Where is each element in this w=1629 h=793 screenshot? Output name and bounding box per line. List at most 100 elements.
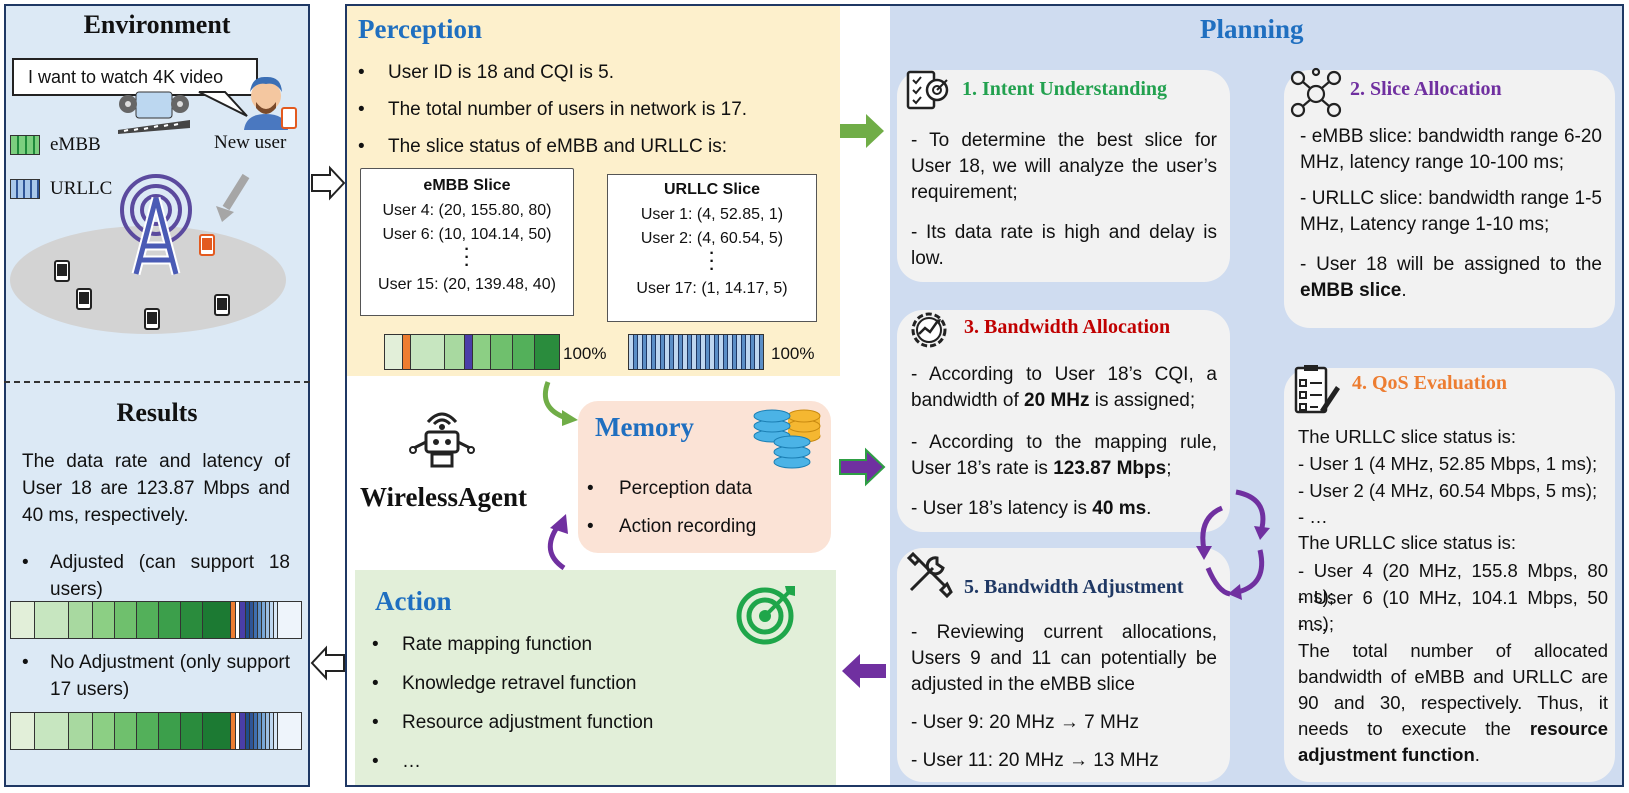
robot-agent-icon bbox=[409, 412, 475, 468]
adjust-p1: - Reviewing current allocations, Users 9… bbox=[911, 622, 1217, 695]
bandwidth-p2-bold: 123.87 Mbps bbox=[1053, 458, 1167, 479]
agent-frame bbox=[345, 4, 1624, 787]
bandwidth-p1-end: is assigned; bbox=[1089, 390, 1196, 411]
purple-cycle-arrows-icon bbox=[1196, 489, 1270, 600]
embb-usage-percent: 100% bbox=[563, 344, 607, 363]
environment-panel bbox=[4, 4, 310, 787]
action-item-text: … bbox=[402, 751, 421, 772]
qos-l4: - … bbox=[1298, 506, 1328, 527]
adjust-title: 5. Bandwidth Adjustment bbox=[964, 576, 1184, 598]
qos-title: 4. QoS Evaluation bbox=[1352, 372, 1508, 394]
environment-title: Environment bbox=[83, 10, 231, 39]
bandwidth-p1-text: - According to User 18’s CQI, a bandwidt… bbox=[911, 364, 1217, 411]
perception-bullet-1: •User ID is 18 and CQI is 5. bbox=[358, 62, 614, 83]
urllc-slice-row: User 1: (4, 52.85, 1) bbox=[640, 206, 784, 223]
perception-bullet-2-text: The total number of users in network is … bbox=[388, 99, 748, 120]
action-item: •Rate mapping function bbox=[372, 634, 593, 655]
tools-icon bbox=[906, 551, 953, 599]
slice-p2: - URLLC slice: bandwidth range 1-5 MHz, … bbox=[1300, 188, 1602, 235]
embb-slice-row: User 6: (10, 104.14, 50) bbox=[382, 226, 552, 243]
adjust-p2: - User 9: 20 MHz → 7 MHz bbox=[911, 712, 1140, 733]
adjusted-allocation-bar bbox=[10, 601, 302, 639]
memory-item-text: Action recording bbox=[619, 516, 757, 537]
ellipsis-dots: ··· bbox=[709, 245, 715, 278]
memory-item: •Action recording bbox=[587, 516, 757, 537]
action-item-text: Knowledge retravel function bbox=[402, 673, 637, 694]
qos-l5: The URLLC slice status is: bbox=[1298, 532, 1516, 553]
memory-item-text: Perception data bbox=[619, 478, 753, 499]
phone-icon bbox=[54, 260, 70, 282]
urllc-slice-title: URLLC Slice bbox=[663, 181, 760, 198]
urllc-slice-row: User 17: (1, 14.17, 5) bbox=[636, 280, 788, 297]
results-bullet-no-adjust: •No Adjustment (only support 17 users) bbox=[22, 649, 290, 703]
environment-content: Environment I want to watch 4K video New… bbox=[4, 4, 310, 787]
hollow-arrow-left-icon bbox=[310, 645, 345, 681]
legend-embb: eMBB bbox=[10, 134, 101, 156]
results-bullet-adjusted-text: Adjusted (can support 18 users) bbox=[50, 552, 290, 600]
results-text: The data rate and latency of User 18 are… bbox=[22, 451, 290, 526]
urllc-usage-bar bbox=[628, 334, 764, 370]
slice-p3-text: - User 18 will be assigned to the bbox=[1300, 254, 1602, 275]
slice-title: 2. Slice Allocation bbox=[1350, 78, 1502, 100]
action-item: •Resource adjustment function bbox=[372, 712, 654, 733]
embb-slice-row: User 15: (20, 139.48, 40) bbox=[378, 276, 556, 293]
phone-new-user-icon bbox=[199, 234, 215, 256]
qos-l3: - User 2 (4 MHz, 60.54 Mbps, 5 ms); bbox=[1298, 480, 1598, 501]
qos-p9-bold: resource adjustment function bbox=[1298, 718, 1608, 765]
bandwidth-p2-end: ; bbox=[1166, 458, 1172, 479]
action-item: •Knowledge retravel function bbox=[372, 673, 637, 694]
intent-title: 1. Intent Understanding bbox=[962, 78, 1168, 100]
legend-embb-swatch bbox=[10, 135, 40, 155]
qos-l7: - User 6 (10 MHz, 104.1 Mbps, 50 ms); bbox=[1298, 587, 1608, 634]
memory-item: •Perception data bbox=[587, 478, 753, 499]
results-bullet-adjusted: •Adjusted (can support 18 users) bbox=[22, 549, 290, 603]
bandwidth-p3: - User 18’s latency is 40 ms. bbox=[911, 496, 1217, 522]
slice-p3: - User 18 will be assigned to the eMBB s… bbox=[1300, 252, 1602, 304]
embb-slice-row: User 4: (20, 155.80, 80) bbox=[382, 202, 552, 219]
green-curved-arrow-icon bbox=[542, 381, 578, 426]
slice-p3-bold: eMBB slice bbox=[1300, 280, 1402, 301]
environment-divider bbox=[4, 381, 310, 383]
intent-card bbox=[897, 70, 1230, 282]
checklist-target-icon bbox=[906, 70, 949, 110]
perception-bullet-1-text: User ID is 18 and CQI is 5. bbox=[388, 62, 614, 83]
qos-l6: - User 4 (20 MHz, 155.8 Mbps, 80 ms); bbox=[1298, 560, 1608, 607]
qos-l1: The URLLC slice status is: bbox=[1298, 426, 1516, 447]
bandwidth-p3-text: - User 18’s latency is bbox=[911, 498, 1093, 519]
database-icon bbox=[753, 409, 821, 469]
results-bullet-no-adjust-text: No Adjustment (only support 17 users) bbox=[50, 652, 290, 700]
base-station-tower-icon bbox=[120, 174, 192, 276]
embb-slice-card: eMBB Slice User 4: (20, 155.80, 80) User… bbox=[360, 168, 574, 316]
purple-arrow-left-icon bbox=[842, 654, 886, 688]
action-item-text: Rate mapping function bbox=[402, 634, 593, 655]
intent-p1: - To determine the best slice for User 1… bbox=[911, 130, 1217, 203]
gear-chart-icon bbox=[911, 312, 947, 348]
results-title: Results bbox=[116, 398, 198, 427]
adjust-p3: - User 11: 20 MHz → 13 MHz bbox=[911, 750, 1159, 771]
embb-slice-title: eMBB Slice bbox=[423, 177, 511, 194]
slice-p1: - eMBB slice: bandwidth range 6-20 MHz, … bbox=[1300, 126, 1602, 173]
legend-urllc: URLLC bbox=[10, 178, 112, 200]
legend-embb-label: eMBB bbox=[50, 134, 101, 155]
planning-title: Planning bbox=[1200, 14, 1304, 44]
target-icon bbox=[736, 586, 795, 645]
agent-name: WirelessAgent bbox=[360, 482, 527, 512]
slice-p3-end: . bbox=[1401, 280, 1407, 301]
purple-curved-arrow-icon bbox=[547, 514, 568, 571]
bandwidth-p3-end: . bbox=[1146, 498, 1152, 519]
gray-arrow-icon bbox=[216, 173, 250, 222]
action-title: Action bbox=[375, 586, 452, 616]
perception-bullet-3: •The slice status of eMBB and URLLC is: bbox=[358, 136, 727, 157]
qos-p9: The total number of allocated bandwidth … bbox=[1298, 638, 1608, 768]
legend-urllc-label: URLLC bbox=[50, 178, 113, 199]
bandwidth-p1: - According to User 18’s CQI, a bandwidt… bbox=[911, 362, 1217, 414]
legend-urllc-swatch bbox=[10, 179, 40, 199]
bandwidth-p2: - According to the mapping rule, User 18… bbox=[911, 430, 1217, 482]
bandwidth-p1-bold: 20 MHz bbox=[1024, 390, 1090, 411]
urllc-slice-card: URLLC Slice User 1: (4, 52.85, 1) User 2… bbox=[607, 174, 817, 322]
new-user-label: New user bbox=[214, 132, 287, 153]
urllc-slice-row: User 2: (4, 60.54, 5) bbox=[640, 230, 784, 247]
memory-title: Memory bbox=[595, 412, 694, 442]
green-arrow-right-icon bbox=[840, 114, 884, 148]
network-nodes-icon bbox=[1290, 67, 1342, 118]
